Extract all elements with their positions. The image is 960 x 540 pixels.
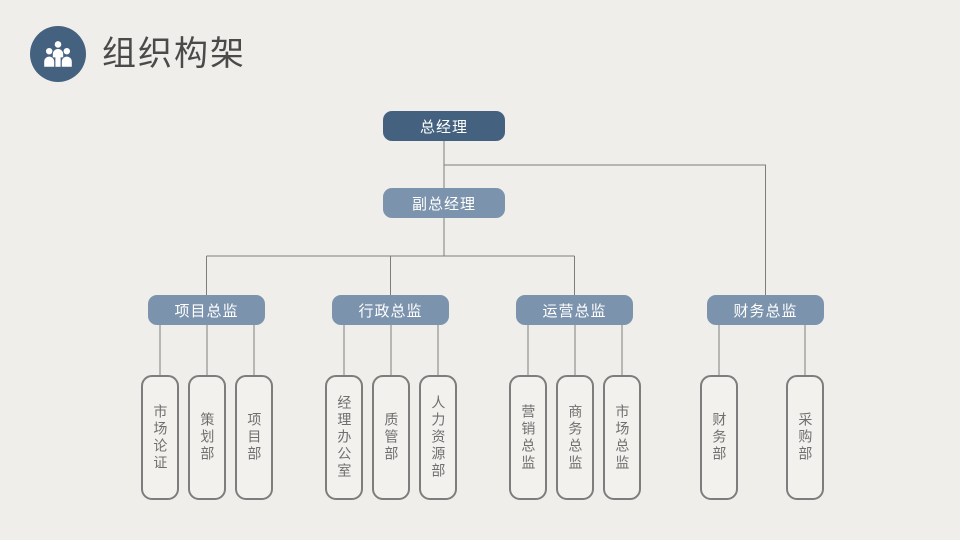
node-label: 财务总监 <box>733 302 798 320</box>
node-project-director[interactable]: 项目总监 <box>148 295 265 325</box>
node-label: 副总经理 <box>411 195 476 213</box>
node-finance-director[interactable]: 财务总监 <box>707 295 824 325</box>
page-title: 组织构架 <box>102 35 246 73</box>
node-market-director[interactable]: 市场总监 <box>603 375 641 500</box>
node-label: 行政总监 <box>358 302 423 320</box>
node-planning-dept[interactable]: 策划部 <box>188 375 226 500</box>
node-marketing-director[interactable]: 营销总监 <box>509 375 547 500</box>
node-operations-director[interactable]: 运营总监 <box>516 295 633 325</box>
node-quality-management-dept[interactable]: 质管部 <box>372 375 410 500</box>
group-people-icon <box>30 26 86 82</box>
node-procurement-dept[interactable]: 采购部 <box>786 375 824 500</box>
node-market-research-dept[interactable]: 市场论证 <box>141 375 179 500</box>
node-label: 运营总监 <box>542 302 607 320</box>
node-label: 项目总监 <box>174 302 239 320</box>
page-header: 组织构架 <box>30 26 246 82</box>
node-finance-dept[interactable]: 财务部 <box>700 375 738 500</box>
node-deputy-general-manager[interactable]: 副总经理 <box>383 188 505 218</box>
node-business-director[interactable]: 商务总监 <box>556 375 594 500</box>
node-project-dept[interactable]: 项目部 <box>235 375 273 500</box>
node-manager-office[interactable]: 经理办公室 <box>325 375 363 500</box>
node-general-manager[interactable]: 总经理 <box>383 111 505 141</box>
node-human-resources-dept[interactable]: 人力资源部 <box>419 375 457 500</box>
node-administrative-director[interactable]: 行政总监 <box>332 295 449 325</box>
node-label: 总经理 <box>419 118 468 136</box>
